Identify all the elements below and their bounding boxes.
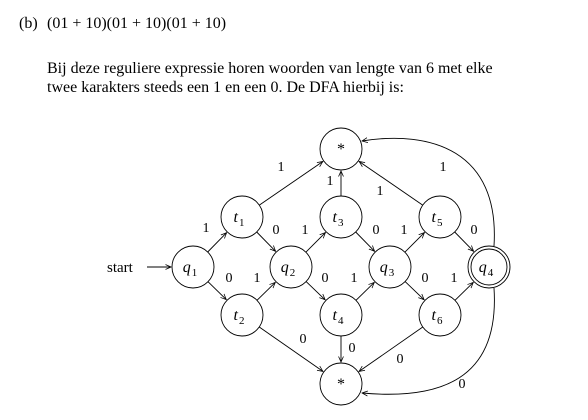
transition-label-q4-trapBot: 0 [459,377,466,392]
transition-t6-trapBot [359,326,424,371]
transition-t5-q4 [454,231,474,251]
transition-label-q2-t4: 0 [322,271,329,286]
state-t3: t3 [319,195,363,239]
transition-q4-trapTop [362,138,495,247]
transition-label-q3-t5: 1 [401,223,408,238]
transition-q3-t5 [404,233,425,253]
transition-label-t4-trapBot: 0 [349,341,356,356]
state-t5: t5 [418,195,462,239]
part-label: (b) [19,15,38,32]
transition-q2-t4 [305,281,325,300]
transition-q3-t6 [404,281,424,300]
transition-label-t2-q2: 1 [254,271,261,286]
state-q2: q2 [269,245,313,289]
transition-t1-trapTop [259,161,323,206]
transition-label-t3-trapTop: 1 [327,174,334,189]
state-q3: q3 [368,245,412,289]
regex-expression: (01 + 10)(01 + 10)(01 + 10) [47,15,227,32]
transition-t1-q2 [256,231,276,251]
transition-label-t1-trapTop: 1 [278,160,285,175]
state-t2: t2 [220,293,264,337]
state-t4: t4 [319,293,363,337]
transition-t4-q3 [355,282,374,301]
transition-label-q4-trapTop: 1 [440,160,447,175]
state-label-t2: t2 [234,307,245,327]
state-label-trapBot: * [337,376,345,393]
transition-label-q1-t1: 1 [203,221,210,236]
transition-q4-trapBot [362,287,495,394]
transition-label-t3-q3: 0 [373,223,380,238]
state-trapTop: * [319,127,363,171]
paragraph-line-2: twee karakters steeds een 1 en een 0. De… [47,79,404,96]
transition-t5-trapTop [359,161,423,206]
transition-label-q1-t2: 0 [226,271,233,286]
transition-label-t5-trapTop: 1 [377,184,384,199]
paragraph-line-1: Bij deze reguliere expressie horen woord… [47,60,493,77]
state-label-t3: t3 [333,209,344,229]
state-t6: t6 [418,293,462,337]
transition-label-t4-q3: 1 [351,271,358,286]
start-label: start [107,260,134,276]
state-label-trapTop: * [337,141,345,158]
transition-label-t6-q4: 1 [451,271,458,286]
state-label-t4: t4 [333,307,344,327]
transition-t6-q4 [454,282,473,301]
state-t1: t1 [220,195,264,239]
state-trapBot: * [319,362,363,406]
state-label-t1: t1 [234,209,245,229]
state-q1: q1 [171,245,215,289]
transition-label-t2-trapBot: 0 [300,332,307,347]
transition-label-q3-t6: 0 [422,271,429,286]
transition-t3-q3 [355,231,375,251]
state-q4: q4 [467,245,511,289]
transition-q1-t2 [207,281,226,300]
state-label-t6: t6 [432,307,443,327]
transition-q2-t3 [305,233,326,253]
transition-label-t1-q2: 0 [273,223,280,238]
transition-label-q2-t3: 1 [302,223,309,238]
state-label-t5: t5 [432,209,443,229]
transition-q1-t1 [207,233,227,253]
transition-label-t6-trapBot: 0 [397,352,404,367]
transition-t2-q2 [256,282,275,301]
transition-label-t5-q4: 0 [471,223,478,238]
transition-t2-trapBot [258,326,323,371]
